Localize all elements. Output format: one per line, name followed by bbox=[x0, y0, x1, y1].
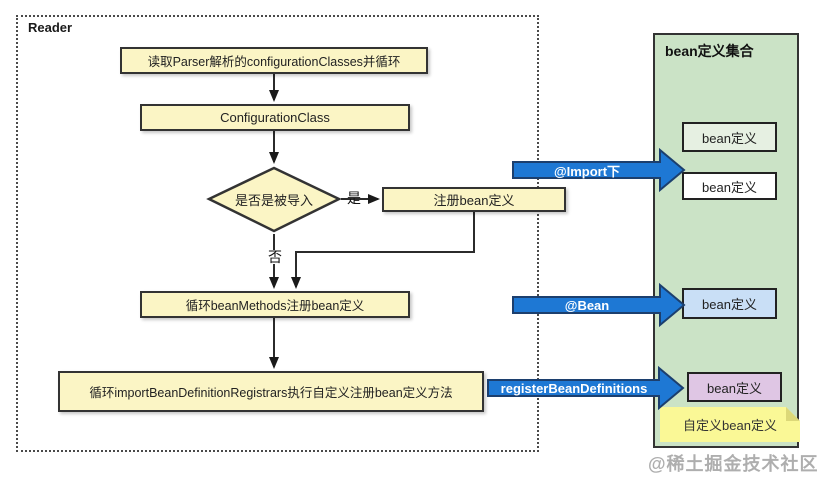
decision-label: 是否是被导入 bbox=[234, 193, 313, 208]
right-block-arrow-icon bbox=[512, 283, 686, 327]
no-branch-label: 否 bbox=[267, 249, 283, 265]
import-arrow-label: @Import下 bbox=[553, 163, 621, 179]
custom-bean-definition-note: 自定义bean定义 bbox=[660, 407, 800, 442]
node-read-configuration-classes: 读取Parser解析的configurationClasses并循环 bbox=[120, 47, 428, 74]
decision-diamond-shape bbox=[206, 166, 342, 233]
bean-definition-box-bean-method: bean定义 bbox=[682, 288, 777, 319]
register-bean-definitions-block-arrow: registerBeanDefinitions bbox=[487, 366, 685, 410]
node-configuration-class: ConfigurationClass bbox=[140, 104, 410, 131]
watermark: @稀土掘金技术社区 bbox=[648, 454, 819, 474]
right-block-arrow-icon bbox=[512, 148, 686, 192]
note-folded-corner-icon bbox=[786, 407, 800, 421]
reader-container-label: Reader bbox=[28, 20, 73, 35]
decision-is-imported: 是否是被导入 bbox=[206, 165, 342, 234]
connector-register-return bbox=[291, 212, 475, 289]
node-register-bean-definition: 注册bean定义 bbox=[382, 187, 566, 212]
bean-arrow-label: @Bean bbox=[564, 297, 610, 313]
bean-definition-box-registrar: bean定义 bbox=[687, 372, 782, 402]
bean-block-arrow: @Bean bbox=[512, 283, 686, 327]
import-block-arrow: @Import下 bbox=[512, 148, 686, 192]
bean-definition-box-import-1: bean定义 bbox=[682, 122, 777, 152]
right-block-arrow-icon bbox=[487, 366, 685, 410]
bean-collection-title: bean定义集合 bbox=[665, 43, 754, 59]
register-arrow-label: registerBeanDefinitions bbox=[500, 380, 648, 396]
yes-branch-label: 是 bbox=[347, 190, 361, 206]
node-loop-bean-methods: 循环beanMethods注册bean定义 bbox=[140, 291, 410, 318]
bean-definition-box-import-2: bean定义 bbox=[682, 172, 777, 200]
node-import-bean-definition-registrars: 循环importBeanDefinitionRegistrars执行自定义注册b… bbox=[58, 371, 484, 412]
reader-container: Reader bbox=[16, 15, 539, 452]
